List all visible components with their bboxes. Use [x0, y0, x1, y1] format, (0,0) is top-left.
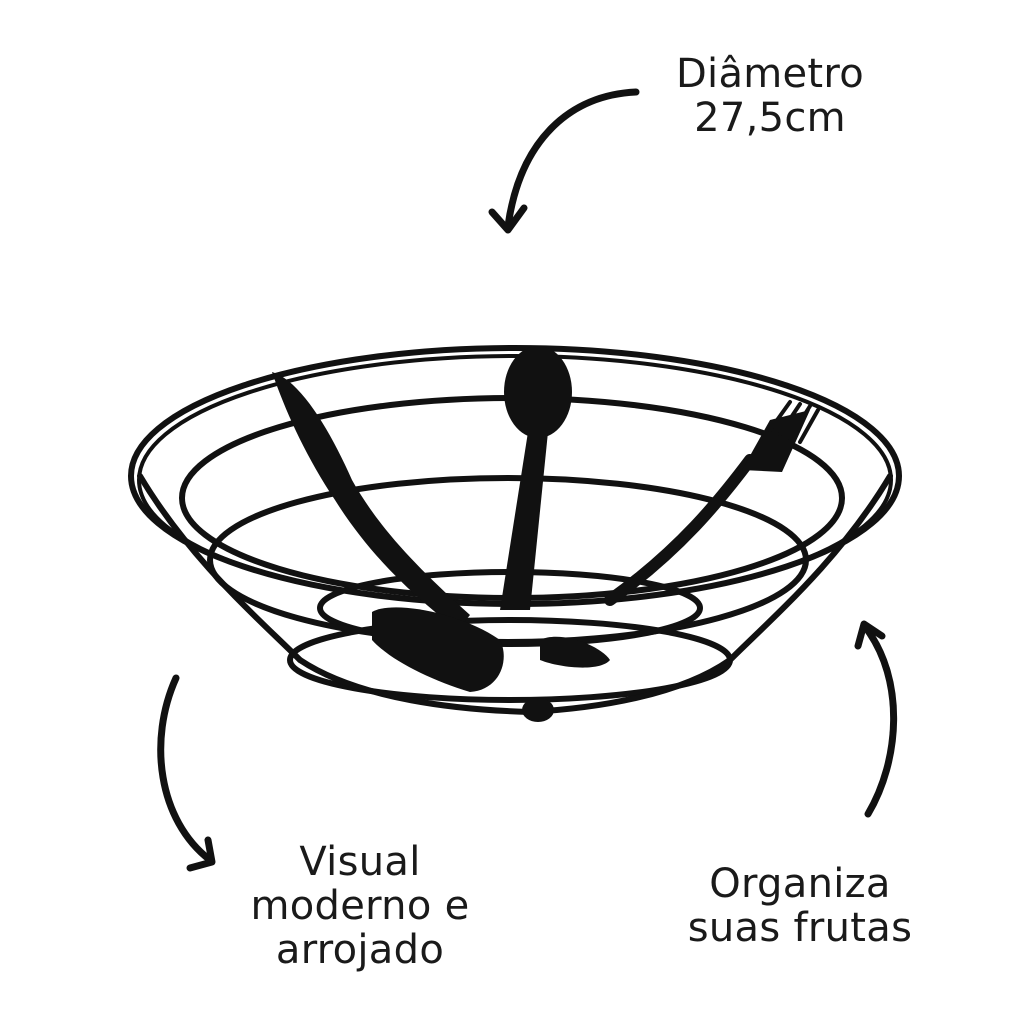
curved-arrow-down-icon [488, 88, 640, 234]
curved-arrow-down-right-icon [157, 674, 216, 872]
fork-decoration [540, 400, 820, 668]
organize-label-line-2: suas frutas [687, 905, 913, 951]
visual-label-line-2: moderno e [250, 883, 470, 929]
knife-decoration [272, 372, 504, 692]
organize-label-line-1: Organiza [709, 861, 891, 907]
spoon-decoration [500, 346, 572, 610]
visual-label-line-1: Visual [299, 839, 421, 885]
diameter-label-line-1: Diâmetro [675, 51, 865, 97]
visual-label-line-3: arrojado [275, 927, 445, 973]
curved-arrow-up-icon [854, 620, 898, 818]
organize-label: Organiza suas frutas [660, 862, 940, 950]
diameter-label: Diâmetro 27,5cm [640, 52, 900, 140]
diameter-label-line-2: 27,5cm [694, 95, 846, 141]
visual-label: Visual moderno e arrojado [215, 840, 505, 972]
